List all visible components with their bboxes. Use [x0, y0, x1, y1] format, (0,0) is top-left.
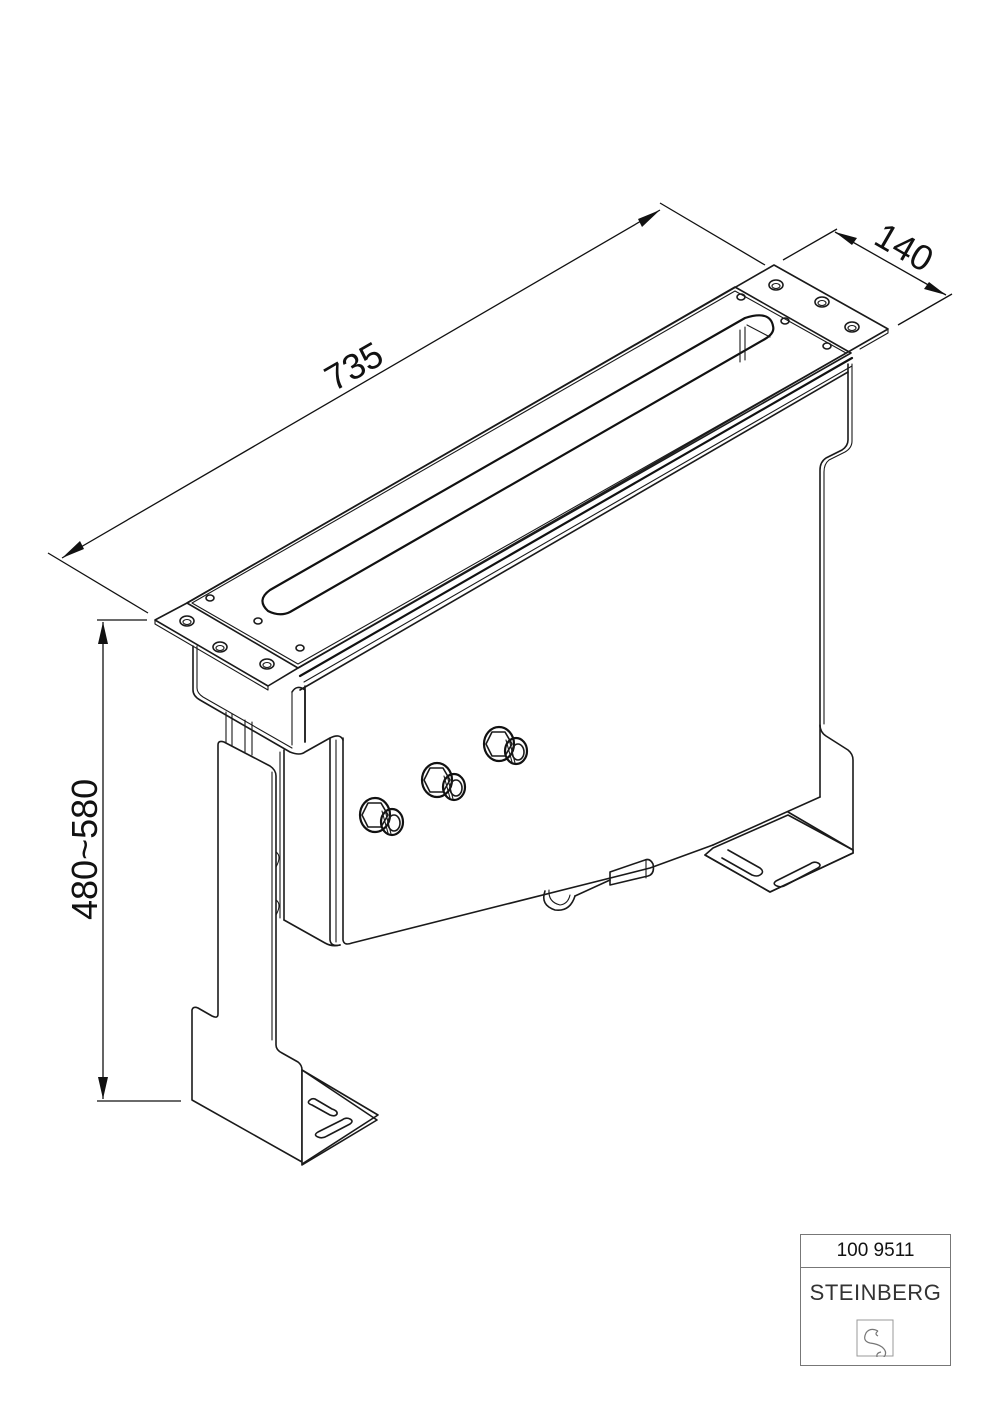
brand-name: STEINBERG [809, 1280, 942, 1305]
dimension-height: 480~580 [64, 619, 181, 1102]
port-2 [420, 761, 467, 802]
flange-holes-right [736, 279, 860, 350]
flange-holes-left [179, 594, 305, 670]
dimension-length-label: 735 [318, 333, 391, 399]
box-body [192, 363, 854, 947]
connection-ports [358, 725, 529, 837]
right-mounting-foot [704, 811, 854, 893]
steinberg-swirl-logo-icon [856, 1319, 894, 1357]
dimension-height-label: 480~580 [64, 779, 105, 920]
title-block: 100 9511 STEINBERG [800, 1234, 951, 1366]
bottom-lever [542, 858, 655, 912]
port-3 [482, 725, 529, 766]
top-flange [154, 264, 889, 691]
dimension-depth-label: 140 [868, 214, 941, 280]
article-number: 100 9511 [801, 1235, 950, 1268]
port-1 [358, 796, 405, 837]
left-adjustable-leg [191, 711, 379, 1166]
